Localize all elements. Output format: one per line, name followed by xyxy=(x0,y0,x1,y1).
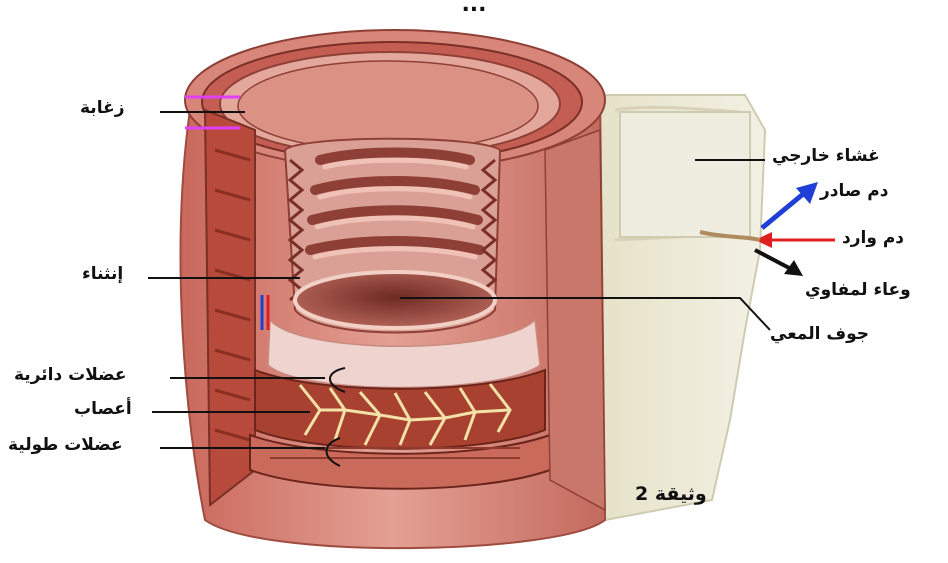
cut-wall-left xyxy=(205,110,255,505)
intestinal-lumen xyxy=(295,272,495,328)
label-intestinal-lumen: جوف المعي xyxy=(770,326,869,343)
label-villus: زغابة xyxy=(80,100,124,117)
label-lymph-vessel: وعاء لمفاوي xyxy=(805,282,911,299)
label-incoming-blood: دم وارد xyxy=(842,230,904,247)
submucosa-ring xyxy=(238,61,538,151)
label-outer-membrane: غشاء خارجي xyxy=(772,148,880,165)
lymph-vessel-arrow xyxy=(755,250,793,270)
label-nerves: أعصاب xyxy=(74,401,132,418)
outgoing-blood-arrow xyxy=(762,190,808,228)
outer-wall-right xyxy=(545,130,605,510)
label-longitudinal-muscles: عضلات طولية xyxy=(8,437,123,454)
mesentery-panel xyxy=(620,112,750,237)
outgoing-blood-arrowhead xyxy=(796,182,818,204)
label-circular-muscles: عضلات دائرية xyxy=(14,367,126,384)
document-caption: وثيقة 2 xyxy=(635,483,707,505)
label-outgoing-blood: دم صادر xyxy=(820,183,888,200)
label-fold: إنثناء xyxy=(82,266,123,283)
